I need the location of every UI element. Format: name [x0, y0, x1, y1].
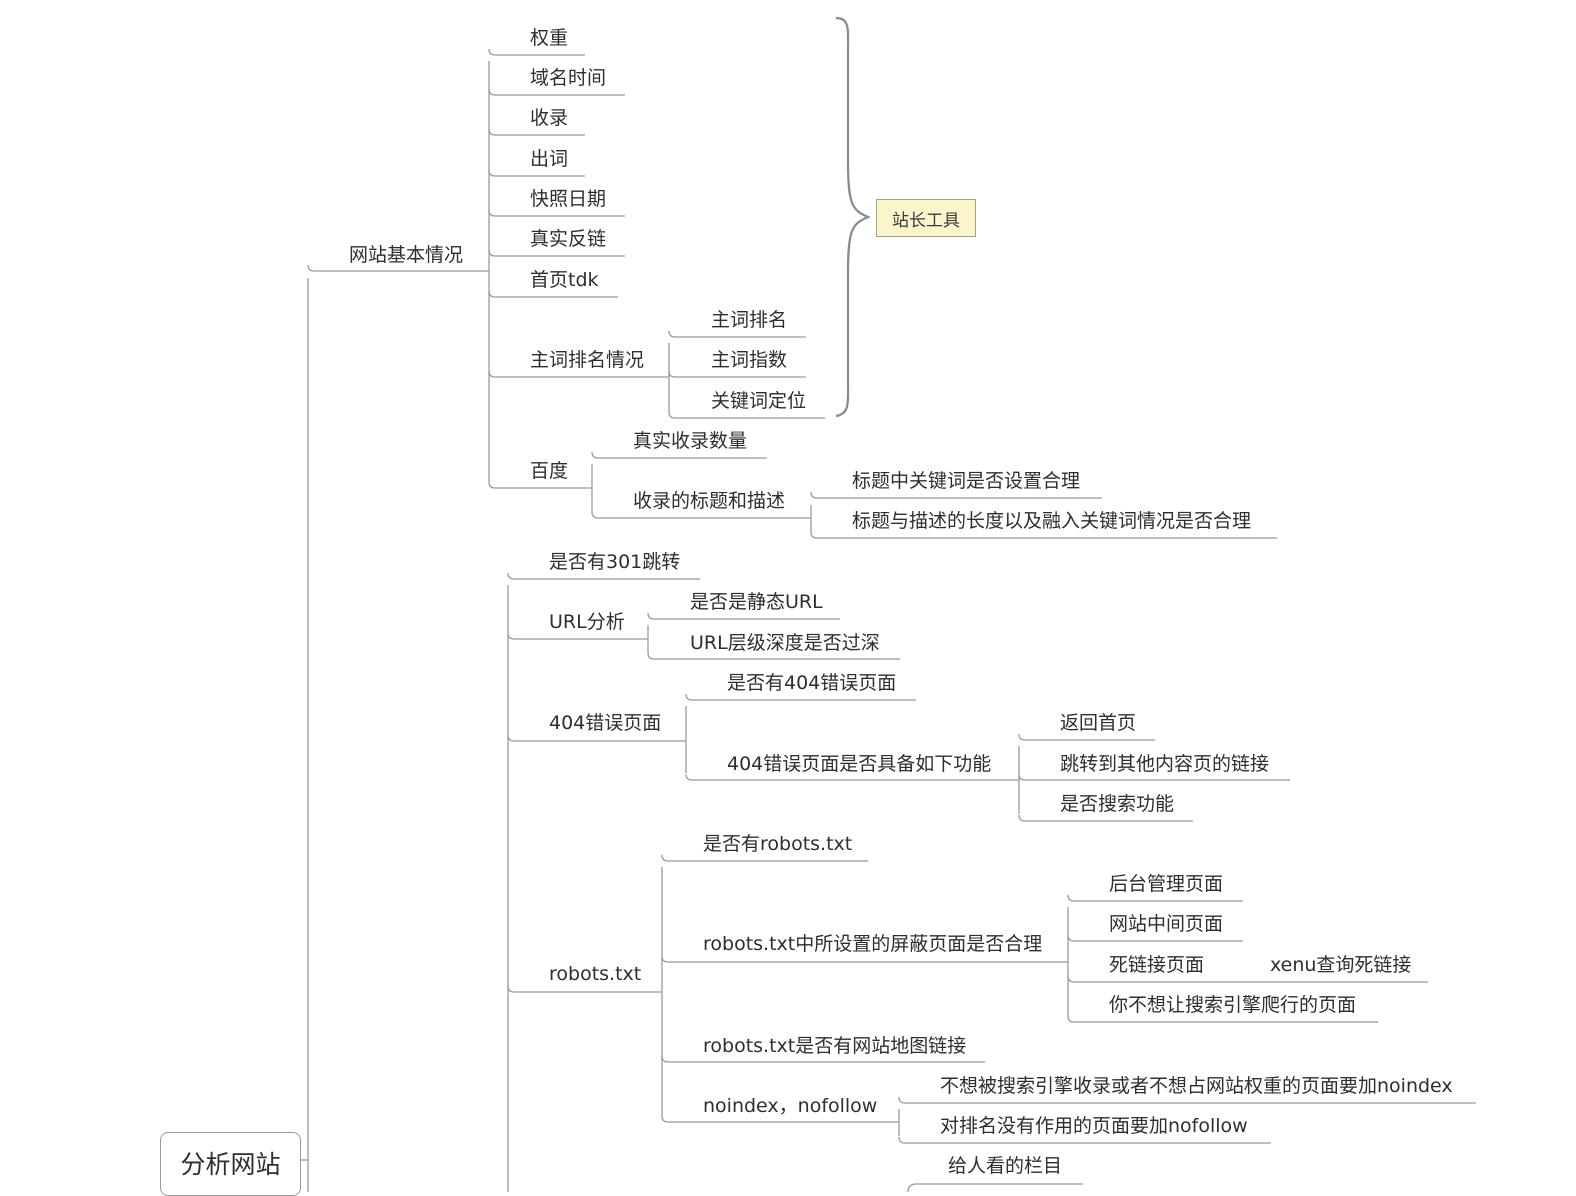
- topic-xenu-dead-links[interactable]: xenu查询死链接: [1270, 954, 1412, 976]
- topic-noindex-rule[interactable]: 不想被搜索引擎收录或者不想占网站权重的页面要加noindex: [940, 1075, 1453, 1097]
- topic-title-keyword-check[interactable]: 标题中关键词是否设置合理: [852, 470, 1081, 492]
- topic-intermediate-pages[interactable]: 网站中间页面: [1109, 913, 1224, 935]
- topic-return-home[interactable]: 返回首页: [1060, 712, 1137, 734]
- topic-nofollow-rule[interactable]: 对排名没有作用的页面要加nofollow: [940, 1115, 1248, 1137]
- topic-dead-link-pages[interactable]: 死链接页面: [1109, 954, 1205, 976]
- topic-ranked-words[interactable]: 出词: [530, 148, 569, 170]
- topic-static-url[interactable]: 是否是静态URL: [690, 591, 823, 613]
- topic-human-columns[interactable]: 给人看的栏目: [948, 1155, 1063, 1177]
- topic-robots-sitemap[interactable]: robots.txt是否有网站地图链接: [703, 1035, 967, 1057]
- summary-box-webmaster-tools[interactable]: 站长工具: [876, 199, 976, 237]
- topic-has-robots[interactable]: 是否有robots.txt: [703, 833, 853, 855]
- topic-404-features[interactable]: 404错误页面是否具备如下功能: [727, 753, 992, 775]
- topic-noindex-nofollow[interactable]: noindex，nofollow: [703, 1095, 878, 1117]
- topic-weight[interactable]: 权重: [530, 27, 569, 49]
- topic-link-other-content[interactable]: 跳转到其他内容页的链接: [1060, 753, 1270, 775]
- topic-main-keyword-index[interactable]: 主词指数: [711, 349, 788, 371]
- topic-site-basics[interactable]: 网站基本情况: [349, 244, 464, 266]
- topic-title-desc-length-check[interactable]: 标题与描述的长度以及融入关键词情况是否合理: [852, 510, 1252, 532]
- summary-box-label: 站长工具: [892, 210, 960, 231]
- topic-baidu[interactable]: 百度: [530, 460, 569, 482]
- topic-domain-age[interactable]: 域名时间: [530, 67, 607, 89]
- topic-homepage-tdk[interactable]: 首页tdk: [530, 269, 599, 291]
- topic-main-keyword-rank[interactable]: 主词排名: [711, 309, 788, 331]
- topic-url-analysis[interactable]: URL分析: [549, 611, 625, 633]
- topic-robots-txt[interactable]: robots.txt: [549, 963, 642, 985]
- topic-no-crawl-pages[interactable]: 你不想让搜索引擎爬行的页面: [1109, 994, 1357, 1016]
- topic-search-function[interactable]: 是否搜索功能: [1060, 793, 1175, 815]
- topic-has-404[interactable]: 是否有404错误页面: [727, 672, 897, 694]
- topic-admin-pages[interactable]: 后台管理页面: [1109, 873, 1224, 895]
- topic-snapshot-date[interactable]: 快照日期: [530, 188, 607, 210]
- topic-real-index-count[interactable]: 真实收录数量: [633, 430, 748, 452]
- topic-301-redirect[interactable]: 是否有301跳转: [549, 551, 681, 573]
- root-node-label: 分析网站: [180, 1150, 281, 1179]
- topic-url-depth[interactable]: URL层级深度是否过深: [690, 632, 880, 654]
- root-node[interactable]: 分析网站: [160, 1132, 301, 1196]
- topic-robots-blocked-pages[interactable]: robots.txt中所设置的屏蔽页面是否合理: [703, 933, 1043, 955]
- topic-indexed-title-desc[interactable]: 收录的标题和描述: [633, 490, 786, 512]
- topic-main-keyword-ranking[interactable]: 主词排名情况: [530, 349, 645, 371]
- topic-indexed[interactable]: 收录: [530, 107, 569, 129]
- topic-keyword-positioning[interactable]: 关键词定位: [711, 390, 807, 412]
- topic-404-page[interactable]: 404错误页面: [549, 712, 662, 734]
- topic-real-backlinks[interactable]: 真实反链: [530, 228, 607, 250]
